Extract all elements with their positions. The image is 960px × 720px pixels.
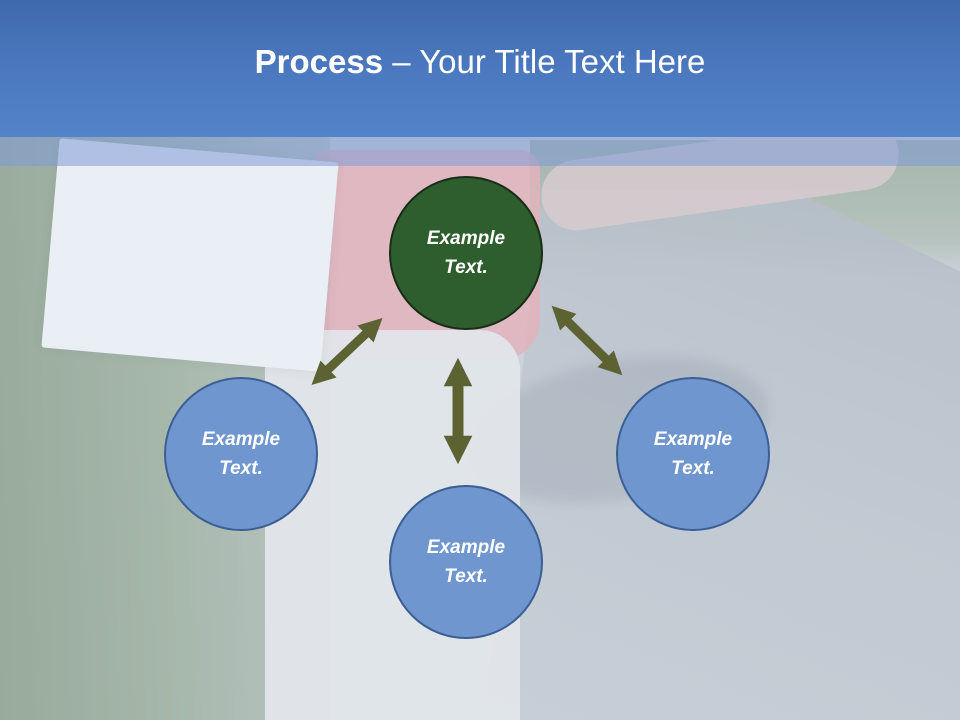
title-banner: Process – Your Title Text Here	[0, 0, 960, 137]
title-rest: Your Title Text Here	[419, 43, 706, 80]
arrow-top-right	[551, 305, 623, 376]
node-right[interactable]: Example Text.	[616, 377, 770, 531]
node-left-label: Example Text.	[201, 429, 281, 479]
arrow-top-left	[311, 317, 383, 386]
node-top[interactable]: Example Text.	[389, 176, 543, 330]
node-top-label: Example Text.	[426, 228, 506, 278]
node-right-label: Example Text.	[653, 429, 733, 479]
title-bold: Process	[254, 43, 384, 80]
slide-title[interactable]: Process – Your Title Text Here	[255, 43, 706, 81]
node-bottom[interactable]: Example Text.	[389, 485, 543, 639]
node-bottom-label: Example Text.	[426, 537, 506, 587]
node-left[interactable]: Example Text.	[164, 377, 318, 531]
title-sub-band	[0, 137, 960, 166]
title-dash: –	[383, 43, 420, 80]
